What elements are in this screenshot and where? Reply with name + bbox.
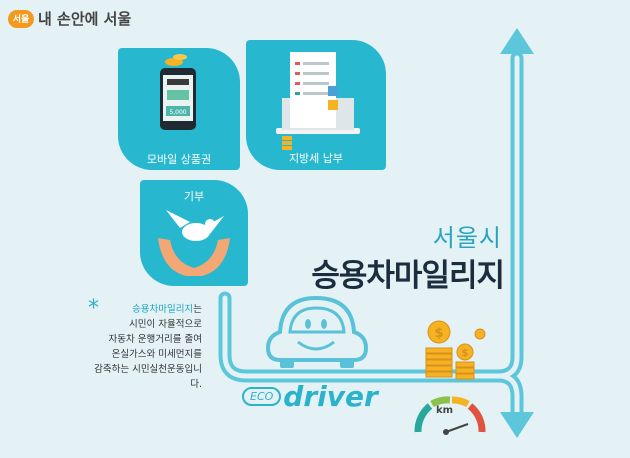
speedometer-icon [414, 396, 486, 435]
description-line5: 감축하는 시민실천운동입니다. [94, 364, 202, 390]
asterisk-icon: * [88, 296, 99, 321]
title-seoul-city: 서울시 [432, 224, 502, 252]
dove-icon [166, 210, 224, 241]
arrow-up-icon [500, 28, 534, 54]
coin-icon [165, 54, 187, 66]
title-car-mileage: 승용차마일리지 [311, 258, 505, 294]
tile-donation[interactable]: 기부 [140, 180, 248, 286]
description-line3: 자동차 운행거리를 줄여 [108, 334, 202, 345]
speedometer-needle [445, 423, 469, 433]
coin-stack-icon: $ $ [425, 320, 486, 380]
description-line4: 온실가스와 미세먼지를 [111, 349, 202, 360]
hands-icon [158, 238, 230, 276]
eco-driver-logo: ECO driver [242, 380, 378, 413]
laptop-icon [276, 52, 360, 150]
logo-text: 내 손안에 서울 [38, 10, 132, 28]
voucher-amount: 5,000 [169, 109, 186, 116]
dollar-coin-icon [427, 320, 451, 344]
tile-mobile-voucher[interactable]: 5,000 모바일 상품권 [118, 48, 240, 170]
description-line2: 시민이 자율적으로 [129, 319, 202, 330]
tile-mobile-label: 모바일 상품권 [146, 153, 212, 166]
svg-text:$: $ [434, 326, 443, 341]
site-logo[interactable]: 서울 내 손안에 서울 [8, 8, 131, 29]
tile-tax-label: 지방세 납부 [288, 152, 344, 165]
tile-local-tax[interactable]: 지방세 납부 [246, 40, 386, 170]
speedometer-unit: km [436, 405, 454, 416]
svg-text:$: $ [462, 348, 469, 359]
dollar-coin-icon [456, 343, 474, 361]
eco-badge: ECO [242, 387, 282, 406]
smartphone-icon: 5,000 [160, 54, 196, 130]
tile-donation-label: 기부 [183, 190, 205, 203]
seoul-logo-mark: 서울 [8, 9, 34, 28]
description-highlight: 승용차마일리지 [132, 304, 194, 315]
eco-driver-text: driver [283, 380, 378, 413]
program-description: 승용차마일리지는 시민이 자율적으로 자동차 운행거리를 줄여 온실가스와 미세… [90, 302, 202, 392]
description-line1-rest: 는 [193, 304, 202, 315]
route-line-inner [222, 55, 520, 421]
coin-stack-icon [282, 136, 292, 150]
arrow-down-icon [500, 412, 534, 438]
car-icon [265, 295, 369, 368]
